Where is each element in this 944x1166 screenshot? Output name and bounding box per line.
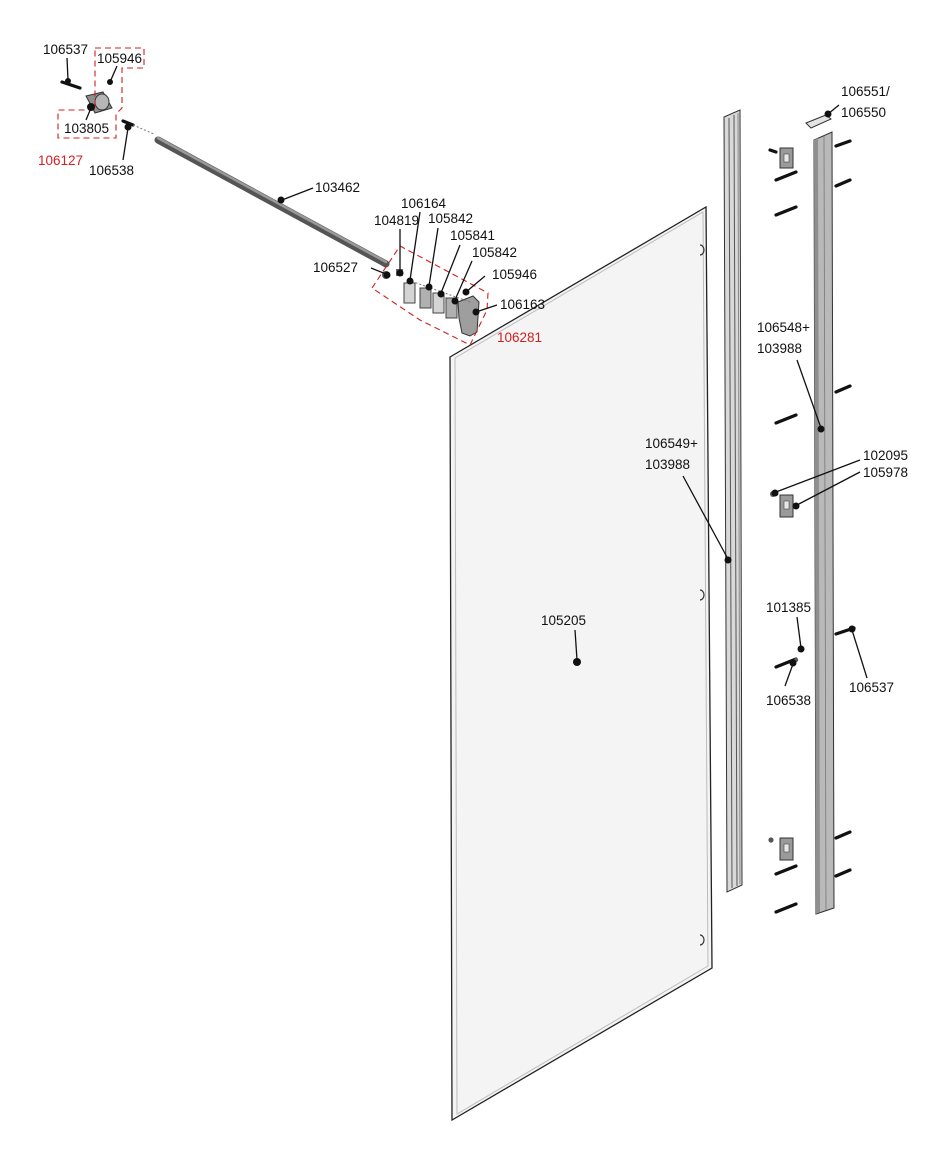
label-102095: 102095 <box>863 448 908 463</box>
label-106537-bottom: 106537 <box>849 680 894 695</box>
label-105205: 105205 <box>541 613 586 628</box>
label-106537-top: 106537 <box>43 42 88 57</box>
callout-labels: 106537 105946 103805 106127 106538 10346… <box>38 42 908 708</box>
assembly-outline-106127 <box>57 47 145 139</box>
wall-fixing-set-bottom <box>768 830 852 914</box>
label-106551: 106551/ <box>841 84 890 99</box>
label-106538-top: 106538 <box>89 163 134 178</box>
glass-panel <box>449 205 713 1122</box>
label-105946-top: 105946 <box>97 51 142 66</box>
label-104819: 104819 <box>374 213 419 228</box>
label-106163: 106163 <box>500 297 545 312</box>
profile-end-cap <box>805 114 832 129</box>
stabilizer-bar <box>154 136 390 268</box>
label-103988-b: 103988 <box>645 457 690 472</box>
label-106164: 106164 <box>401 196 447 211</box>
glass-channel-profile <box>723 109 743 893</box>
wall-fixing-set-top <box>768 139 852 217</box>
label-105842-b: 105842 <box>472 245 517 260</box>
leader-lines <box>65 57 868 687</box>
wall-fixing-set-middle <box>770 384 852 518</box>
label-103805: 103805 <box>64 121 109 136</box>
label-103462: 103462 <box>315 180 360 195</box>
label-106127: 106127 <box>38 153 83 168</box>
label-106538-bottom: 106538 <box>766 693 811 708</box>
label-105946-mid: 105946 <box>492 267 537 282</box>
label-105842-a: 105842 <box>428 211 473 226</box>
label-101385: 101385 <box>766 600 811 615</box>
label-106548: 106548+ <box>757 320 810 335</box>
label-105978: 105978 <box>863 465 908 480</box>
label-103988-a: 103988 <box>757 341 802 356</box>
label-106527: 106527 <box>313 260 358 275</box>
label-106549: 106549+ <box>645 436 698 451</box>
label-106281: 106281 <box>497 330 542 345</box>
label-105841: 105841 <box>450 228 495 243</box>
wall-profile <box>813 131 835 915</box>
label-106550: 106550 <box>841 105 886 120</box>
